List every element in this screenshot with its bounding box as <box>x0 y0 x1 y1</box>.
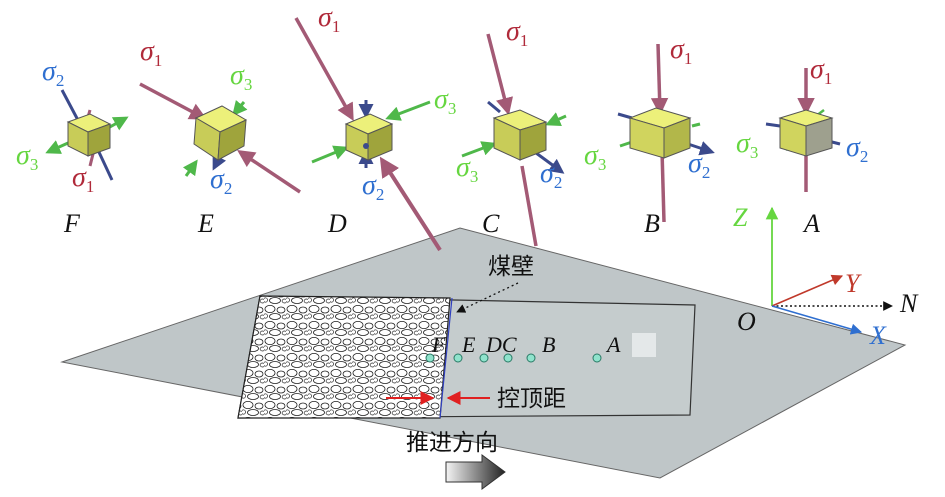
plane-label-f: F <box>431 332 446 357</box>
plane-point-a[interactable] <box>592 353 602 363</box>
plane-point-b[interactable] <box>526 353 536 363</box>
f-sigma2: σ2 <box>42 56 64 90</box>
point-label-c: C <box>482 209 500 238</box>
coordinate-system <box>765 206 893 335</box>
e-sigma1: σ1 <box>140 36 162 70</box>
point-label-b: B <box>644 209 660 238</box>
stress-element-c[interactable] <box>461 33 567 247</box>
a-sigma2: σ2 <box>846 132 868 166</box>
d-sigma3: σ3 <box>434 84 456 118</box>
point-label-d: D <box>327 209 347 238</box>
plane-point-d[interactable] <box>479 353 489 363</box>
x-axis <box>771 305 863 335</box>
n-axis-label: N <box>899 289 919 318</box>
cube-e-side <box>217 119 247 161</box>
cube-c-side <box>519 121 547 161</box>
coal-wall-line <box>439 297 453 419</box>
d-sigma2: σ2 <box>362 170 384 204</box>
plane-point-f[interactable] <box>425 353 435 363</box>
advance-direction-arrow <box>445 454 506 490</box>
point-label-f: F <box>63 209 81 238</box>
advance-direction-label: 推进方向 <box>406 430 498 456</box>
y-axis-label: Y <box>845 269 862 298</box>
stress-element-b[interactable] <box>617 43 715 223</box>
label-patch <box>632 333 656 357</box>
e-sigma2: σ2 <box>210 164 232 198</box>
coal-wall-pointer <box>456 282 519 313</box>
origin-label: O <box>737 307 756 336</box>
roof-distance-label: 控顶距 <box>497 386 566 412</box>
z-axis-label: Z <box>733 203 748 232</box>
b-sigma2: σ2 <box>688 148 710 182</box>
x-axis-label: X <box>869 321 887 350</box>
c-sigma3: σ3 <box>456 152 478 186</box>
labels-c: σ1 σ3 σ2 <box>456 16 562 192</box>
coal-wall-label: 煤壁 <box>488 254 534 280</box>
labels-f: σ2 σ3 σ1 <box>16 56 94 196</box>
cube-a-side <box>805 117 833 157</box>
point-label-e: E <box>197 209 214 238</box>
plane-point-c[interactable] <box>503 353 513 363</box>
stress-element-e[interactable] <box>139 82 301 194</box>
f-sigma3: σ3 <box>16 140 38 174</box>
e-sigma3: σ3 <box>230 60 252 94</box>
labels-a: σ1 σ3 σ2 <box>736 54 868 166</box>
labels-b: σ1 σ3 σ2 <box>584 34 710 182</box>
labels-d: σ1 σ3 σ2 <box>318 2 456 204</box>
b-sigma3: σ3 <box>584 140 606 174</box>
stress-element-a[interactable] <box>765 68 841 192</box>
plane-label-dc: DC <box>485 332 517 357</box>
cube-b-side <box>663 117 691 159</box>
stress-element-d[interactable] <box>294 17 442 252</box>
a-sigma1: σ1 <box>810 54 832 88</box>
a-sigma3: σ3 <box>736 128 758 162</box>
f-sigma1: σ1 <box>72 162 94 196</box>
c-sigma1: σ1 <box>506 16 528 50</box>
y-axis <box>771 274 844 307</box>
labels-e: σ1 σ3 σ2 <box>140 36 252 198</box>
c-sigma2: σ2 <box>540 158 562 192</box>
goaf-caved-zone <box>237 295 451 419</box>
plane-label-b: B <box>542 332 555 357</box>
stress-element-f[interactable] <box>45 89 129 181</box>
b-sigma1: σ1 <box>670 34 692 68</box>
plane-label-e: E <box>461 332 476 357</box>
plane-label-a: A <box>605 332 621 357</box>
point-label-a: A <box>802 209 820 238</box>
cube-f-side <box>87 123 111 157</box>
plane-points <box>425 353 602 363</box>
d-sigma1: σ1 <box>318 2 340 36</box>
plane-point-e[interactable] <box>453 353 463 363</box>
cube-d-side <box>367 123 393 161</box>
